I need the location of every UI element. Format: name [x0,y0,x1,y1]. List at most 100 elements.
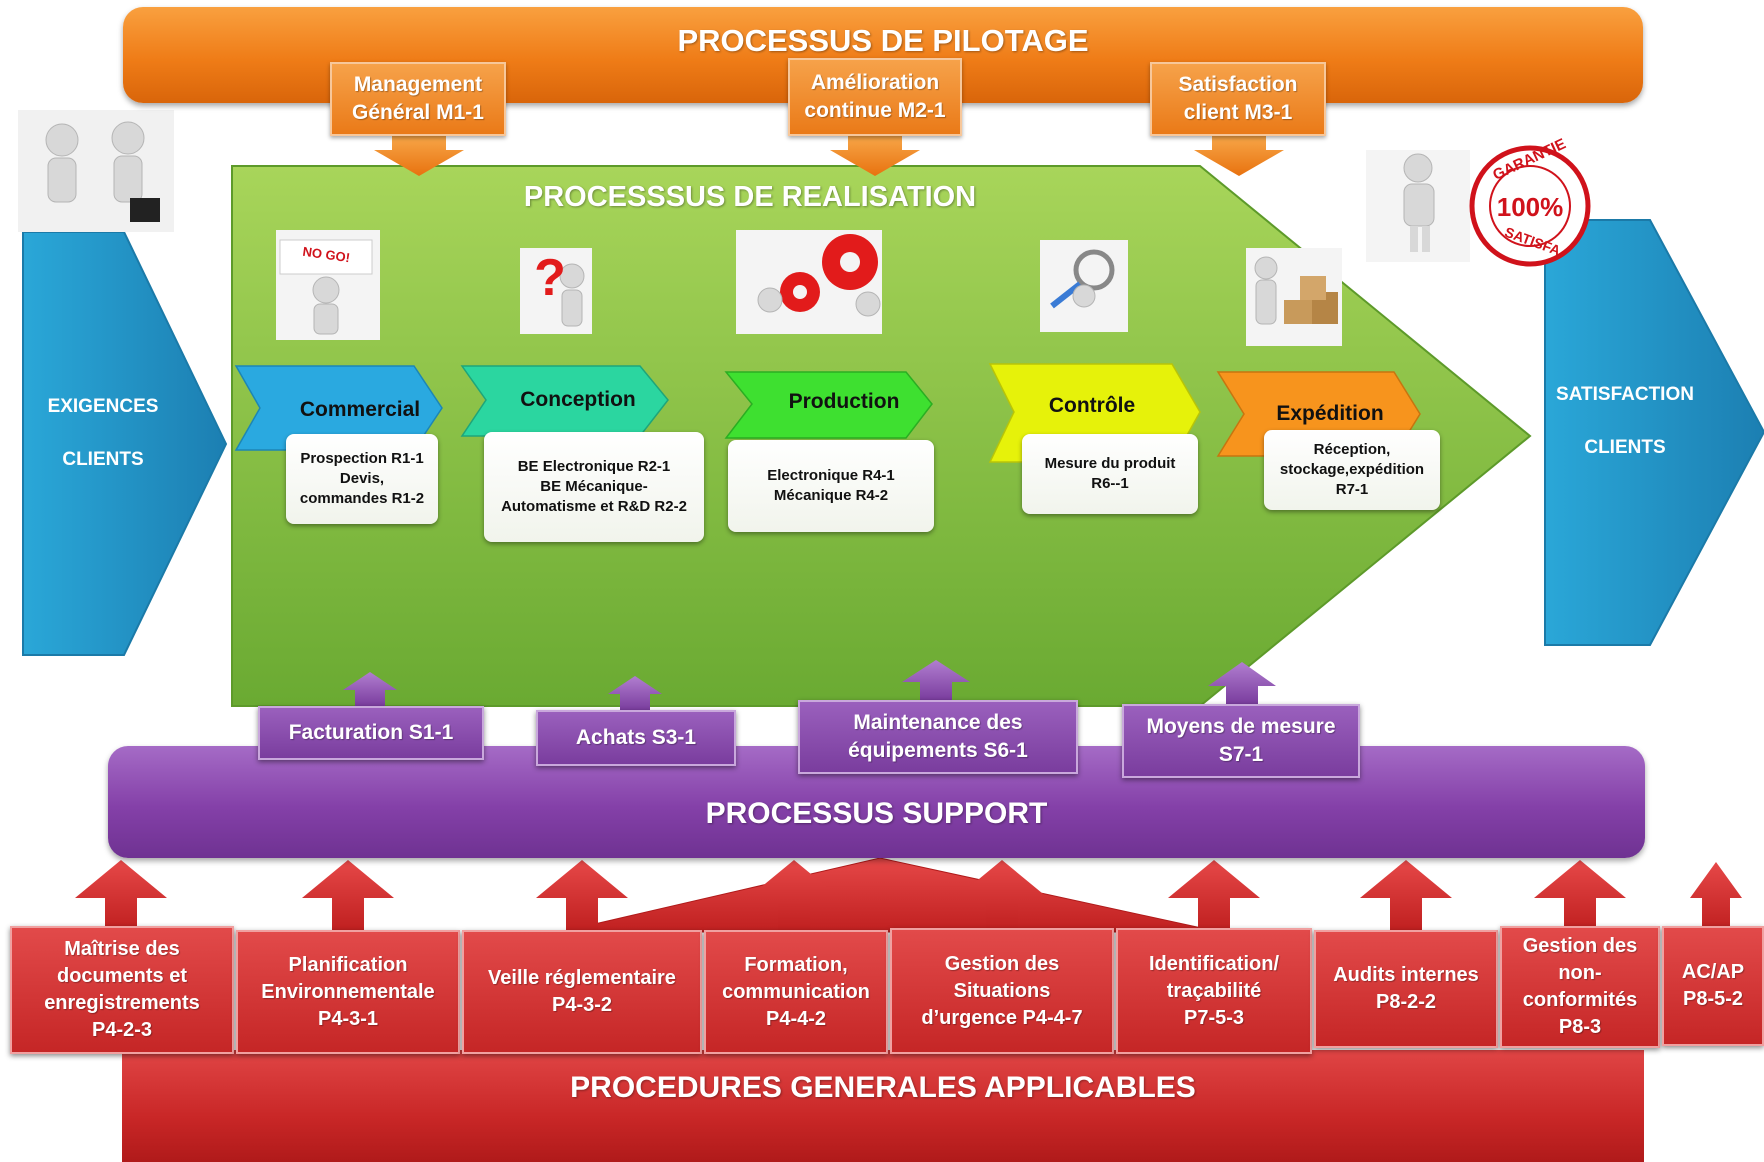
procedure-line: conformités [1522,989,1638,1011]
procedure-line: P4-4-2 [765,1007,827,1030]
procedure-item-veille: Veille réglementaire P4-3-2 [462,930,702,1054]
pilot-item-line2: continue M2-1 [804,99,946,122]
boxes-illustration [1246,248,1342,346]
procedure-line: traçabilité [1166,979,1262,1002]
stage-box-commercial: Prospection R1-1 Devis, commandes R1-2 [286,434,438,524]
procedure-line: Situations [953,979,1051,1002]
no-go-illustration [276,230,380,340]
stage-box-controle: Mesure du produit R6--1 [1022,434,1198,514]
procedure-line: Identification/ [1149,952,1279,975]
satisfaction-arrow [1544,219,1764,646]
procedure-line: documents et [56,965,188,987]
procedure-line: P8-2-2 [1375,991,1437,1013]
procedure-item-audits: Audits internes P8-2-2 [1314,930,1498,1048]
procedure-item-formation: Formation, communication P4-4-2 [704,930,888,1054]
stage-line: BE Electronique R2-1 [517,457,671,475]
exigences-line1: EXIGENCES [47,396,159,417]
procedure-item-situations-urgence: Gestion des Situations d’urgence P4-4-7 [890,928,1114,1054]
stage-line: Prospection R1-1 [300,449,424,467]
support-item-line2: équipements S6-1 [848,739,1028,762]
procedure-item-non-conformites: Gestion des non- conformités P8-3 [1500,926,1660,1048]
procedure-line: Veille réglementaire [488,967,676,989]
support-item-achats: Achats S3-1 [536,710,736,766]
pilot-item-line2: Général M1-1 [352,101,484,124]
procedures-base [122,1050,1644,1162]
stage-label-commercial: Commercial [299,398,421,421]
procedure-line: non- [1558,962,1602,984]
procedures-roof [559,857,1221,933]
procedure-item-ac-ap: AC/AP P8-5-2 [1662,926,1764,1046]
procedure-line: Gestion des [1522,935,1638,957]
procedure-line: P4-2-3 [91,1019,153,1041]
satisfaction-clients-text: SATISFACTION CLIENTS [1550,368,1700,478]
stage-line: Réception, [1313,440,1391,458]
support-item-label: Facturation S1-1 [288,720,454,744]
procedure-line: Planification [288,953,408,976]
pilot-down-arrow-3 [1194,136,1284,176]
procedure-line: P8-5-2 [1682,988,1744,1010]
procedure-line: P4-3-1 [317,1007,379,1030]
procedure-line: P8-3 [1558,1016,1602,1038]
stage-line: Electronique R4-1 [767,466,895,484]
exigences-line2: CLIENTS [62,449,144,471]
procedure-line: AC/AP [1681,961,1745,983]
pilot-item-line1: Satisfaction [1178,72,1298,96]
pilot-down-arrow-2 [830,136,920,176]
support-item-maintenance: Maintenance des équipements S6-1 [798,700,1078,774]
procedures-title: PROCEDURES GENERALES APPLICABLES [570,1071,1196,1104]
support-title: PROCESSUS SUPPORT [705,797,1048,830]
stage-line: Automatisme et R&D R2-2 [501,498,687,516]
guarantee-seal-icon [1469,145,1591,267]
procedure-item-identification: Identification/ traçabilité P7-5-3 [1116,928,1312,1054]
support-item-line1: Moyens de mesure [1146,714,1336,738]
procedure-line: enregistrements [44,992,200,1014]
stage-line: R6--1 [1091,475,1129,492]
realisation-title: PROCESSSUS DE REALISATION [523,181,977,213]
procedure-line: Gestion des [944,952,1060,975]
support-item-line2: S7-1 [1218,743,1264,766]
stage-label-production: Production [788,390,900,413]
procedure-item-planification: Planification Environnementale P4-3-1 [236,930,460,1054]
stage-box-conception: BE Electronique R2-1 BE Mécanique- Autom… [484,432,704,542]
stage-line: commandes R1-2 [299,490,425,508]
handshake-illustration [18,110,174,232]
stage-line: Mesure du produit [1044,454,1176,472]
procedure-item-maitrise-documents: Maîtrise des documents et enregistrement… [10,926,234,1054]
procedure-line: Formation, [744,953,848,976]
procedure-line: communication [722,980,870,1003]
stage-line: Mécanique R4-2 [773,487,889,504]
satisfaction-line2: CLIENTS [1584,437,1666,459]
procedure-line: Audits internes [1333,964,1479,986]
exigences-clients-text: EXIGENCES CLIENTS [28,380,178,490]
stage-line: BE Mécanique- [540,477,648,495]
pilot-item-line1: Amélioration [810,70,940,94]
procedure-up-arrows [75,860,1742,930]
procedure-line: P4-3-2 [551,994,613,1016]
stage-box-expedition: Réception, stockage,expédition R7-1 [1264,430,1440,510]
procedure-line: Maîtrise des [64,938,180,960]
procedure-line: d’urgence P4-4-7 [921,1006,1083,1029]
pilot-item-amelioration: Amélioration continue M2-1 [788,58,962,136]
stage-label-controle: Contrôle [1048,394,1136,417]
procedure-line: P7-5-3 [1183,1006,1245,1029]
question-illustration [520,248,592,334]
pilot-down-arrow-1 [374,136,464,176]
pilot-item-line2: client M3-1 [1183,101,1293,124]
pilot-item-line1: Management [353,72,483,96]
gears-illustration [736,230,882,334]
stage-label-conception: Conception [520,388,636,411]
question-mark-icon: ? [534,249,566,307]
thumbs-up-illustration [1366,150,1470,262]
stage-box-production: Electronique R4-1 Mécanique R4-2 [728,440,934,532]
magnifier-illustration [1040,240,1128,332]
stage-line: stockage,expédition [1279,460,1425,478]
stage-line: R7-1 [1335,481,1369,499]
support-item-label: Achats S3-1 [575,725,697,749]
satisfaction-line1: SATISFACTION [1556,384,1694,405]
guarantee-value-text: 100% [1496,192,1564,222]
stage-line: Devis, [339,469,385,487]
support-item-line1: Maintenance des [853,710,1023,734]
